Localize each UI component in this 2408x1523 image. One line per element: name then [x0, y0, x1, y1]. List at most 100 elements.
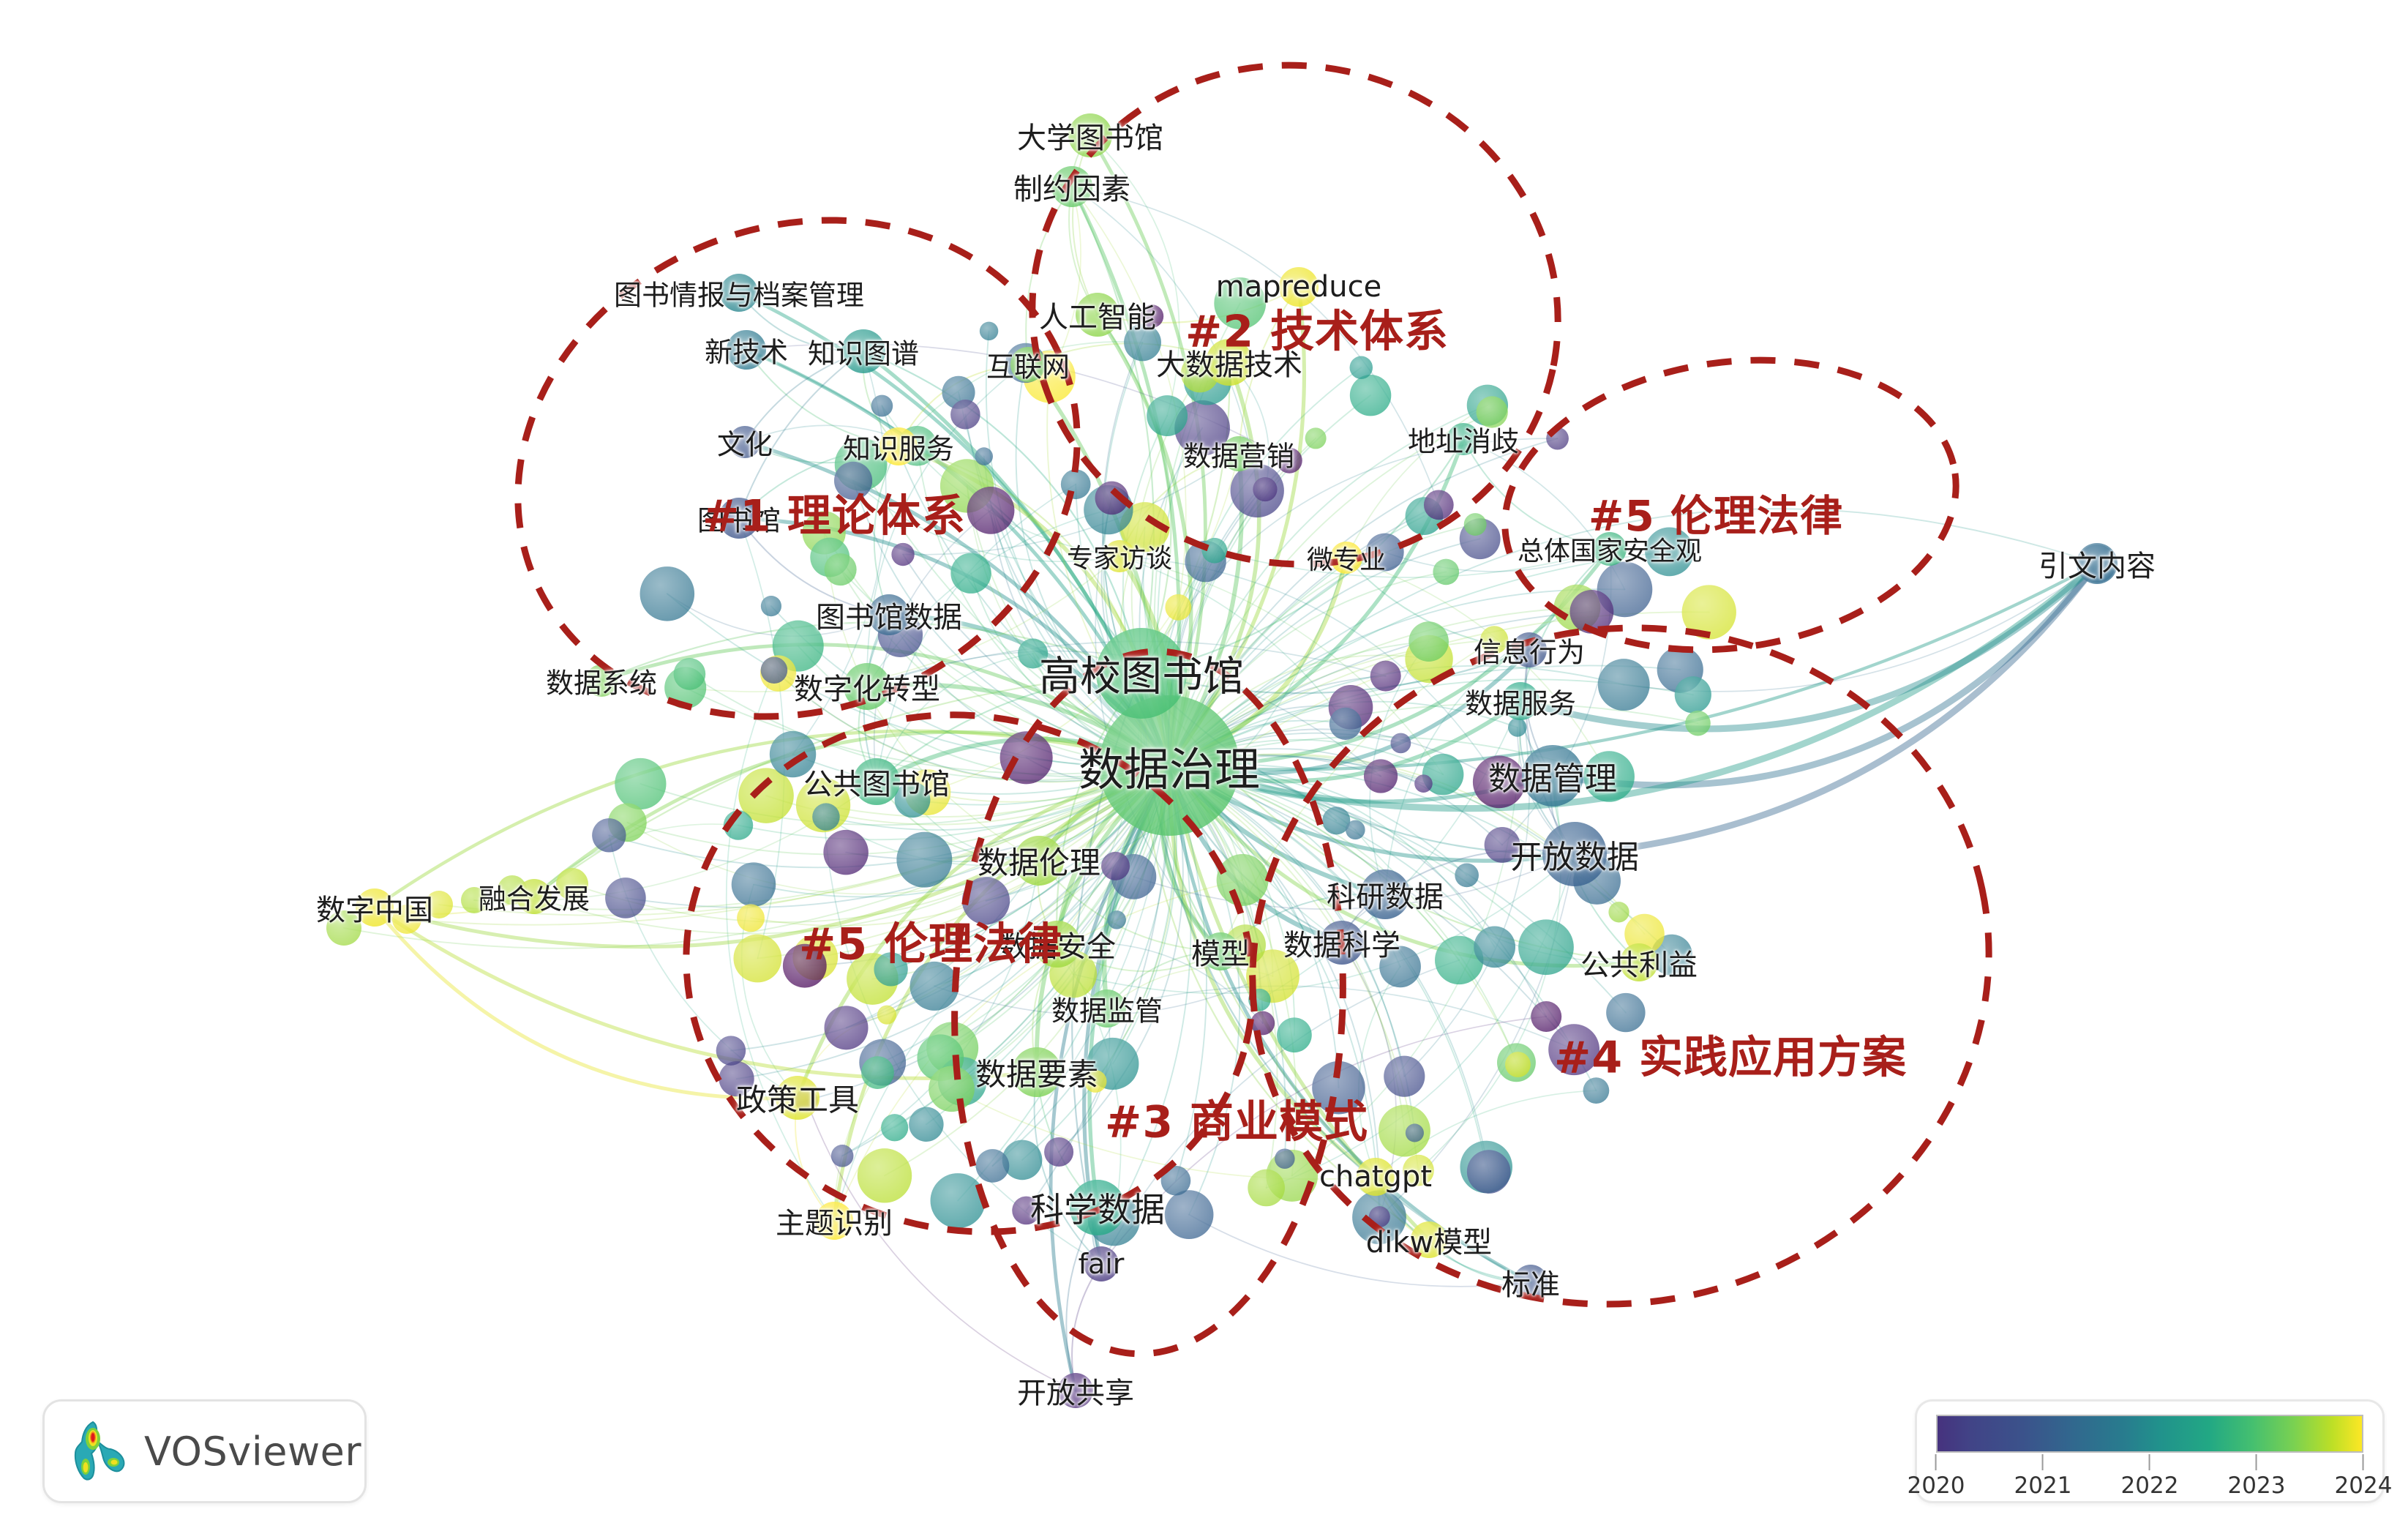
- node-highlight: [950, 400, 980, 430]
- graph-edge: [1072, 853, 1575, 995]
- node-highlight: [727, 330, 766, 370]
- graph-edge: [1167, 561, 2099, 771]
- node-highlight: [1422, 753, 1464, 796]
- node-highlight: [425, 891, 453, 918]
- node-highlight: [891, 542, 915, 566]
- node-highlight: [1277, 1017, 1312, 1053]
- node-highlight: [1010, 347, 1046, 382]
- node-highlight: [979, 321, 999, 341]
- node-highlight: [605, 877, 646, 918]
- graph-edge: [372, 763, 1171, 949]
- node-highlight: [1140, 304, 1164, 328]
- node-highlight: [719, 498, 759, 539]
- node-highlight: [1466, 1150, 1511, 1194]
- cluster-label: #5 伦理法律: [799, 918, 1062, 970]
- node-highlight: [1501, 682, 1539, 720]
- graph-edge: [1096, 313, 1172, 675]
- node-highlight: [961, 877, 1010, 925]
- node-highlight: [1463, 513, 1487, 536]
- node-highlight: [1147, 395, 1188, 437]
- node-highlight: [1593, 532, 1627, 566]
- graph-edge: [1520, 548, 1610, 702]
- graph-edge: [862, 350, 1143, 675]
- node-highlight: [1103, 540, 1136, 572]
- graph-edge: [1169, 665, 1681, 766]
- node-highlight: [1275, 1148, 1295, 1170]
- graph-edge: [873, 446, 899, 615]
- node-highlight: [1583, 1077, 1610, 1104]
- cluster-outline-ellipse: [1249, 624, 1992, 1308]
- graph-edge: [372, 905, 800, 1101]
- node-highlight: [1608, 902, 1629, 923]
- node-highlight: [1433, 558, 1460, 585]
- graph-edge: [897, 445, 1143, 675]
- vosviewer-badge[interactable]: VOSviewer: [42, 1399, 367, 1503]
- graph-edge: [735, 765, 1170, 1080]
- graph-edge: [738, 351, 864, 519]
- node-highlight: [950, 553, 991, 594]
- graph-edge: [1072, 135, 1098, 315]
- graph-edge: [902, 453, 1239, 555]
- cluster-outline-ellipse: [1029, 61, 1561, 568]
- graph-edge: [1097, 286, 1299, 323]
- node-highlight: [824, 553, 857, 586]
- graph-edge: [1259, 700, 1521, 1000]
- node-highlight: [1279, 267, 1319, 307]
- graph-edge: [1346, 404, 1488, 558]
- graph-edge: [1169, 588, 1626, 766]
- graph-edge: [1169, 404, 1488, 766]
- node-highlight: [1014, 836, 1064, 886]
- graph-edge: [1357, 966, 1401, 1178]
- node-highlight: [1018, 638, 1049, 669]
- node-highlight: [861, 1056, 894, 1089]
- graph-edge: [1169, 438, 1559, 766]
- node-highlight: [1480, 626, 1509, 654]
- node-highlight: [1099, 695, 1239, 836]
- node-highlight: [729, 426, 761, 458]
- node-highlight: [1096, 628, 1187, 719]
- node-highlight: [1403, 1154, 1434, 1186]
- node-highlight: [769, 730, 817, 778]
- graph-edge: [1463, 438, 1610, 550]
- graph-edge: [985, 330, 1170, 766]
- node-highlight: [1107, 910, 1126, 929]
- graph-edge: [406, 765, 1170, 926]
- node-highlight: [720, 274, 758, 312]
- node-highlight: [1165, 594, 1192, 621]
- node-highlight: [1201, 932, 1239, 970]
- node-highlight: [844, 663, 890, 710]
- graph-edge: [1384, 548, 1610, 572]
- cluster-label: #4 实践应用方案: [1554, 1032, 1907, 1084]
- node-highlight: [853, 758, 900, 805]
- node-highlight: [1084, 1246, 1119, 1281]
- cluster-outline-ellipse: [1501, 356, 1959, 654]
- node-highlight: [1651, 934, 1692, 976]
- node-highlight: [1435, 935, 1484, 985]
- node-highlight: [1124, 323, 1161, 362]
- node-highlight: [716, 1036, 746, 1066]
- node-highlight: [1329, 707, 1362, 740]
- colorbar-tick: 2024: [2335, 1454, 2392, 1499]
- node-highlight: [592, 818, 626, 853]
- graph-edge: [684, 686, 1170, 775]
- graph-edge: [639, 765, 1170, 826]
- graph-edge: [833, 1071, 879, 1221]
- colorbar-tick: 2023: [2228, 1454, 2285, 1499]
- graph-edge: [1089, 135, 1180, 416]
- node-highlight: [1221, 436, 1256, 471]
- graph-edge: [1169, 508, 2098, 766]
- node-highlight: [356, 888, 394, 927]
- node-highlight: [1365, 533, 1404, 572]
- vosviewer-wordmark: VOSviewer: [144, 1428, 362, 1475]
- node-highlight: [1216, 853, 1269, 906]
- graph-edge: [1549, 560, 2101, 789]
- node-highlight: [733, 934, 782, 983]
- node-highlight: [823, 829, 869, 875]
- node-highlight: [1248, 1169, 1285, 1207]
- node-highlight: [1542, 822, 1607, 886]
- graph-edge: [1169, 411, 1493, 766]
- node-highlight: [1076, 293, 1119, 337]
